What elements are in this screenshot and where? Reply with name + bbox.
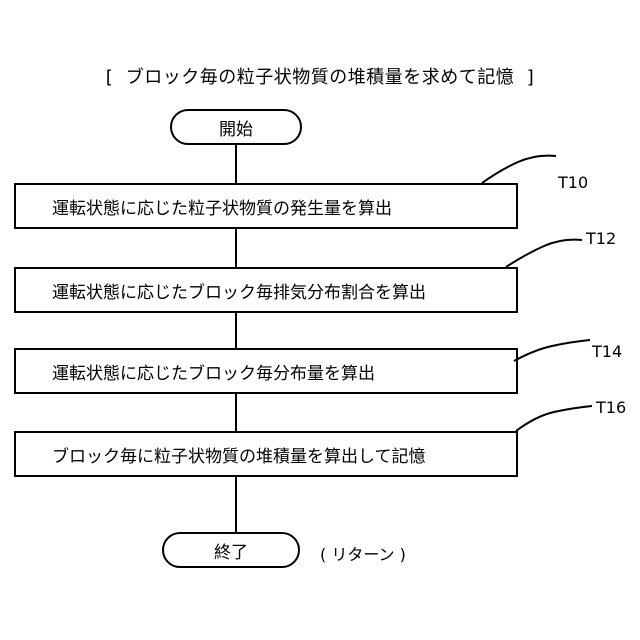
start-terminal: 開始 [170, 109, 302, 145]
leader-t10 [482, 156, 556, 183]
step-t14-text: 運転状態に応じたブロック毎分布量を算出 [16, 359, 375, 384]
end-terminal: 終了 [162, 532, 300, 568]
step-t12-tag: T12 [586, 229, 616, 248]
step-t16-tag: T16 [596, 398, 626, 417]
leader-t14 [514, 340, 590, 361]
step-t12: 運転状態に応じたブロック毎排気分布割合を算出 [14, 267, 518, 313]
flowchart-title: [ ブロック毎の粒子状物質の堆積量を求めて記憶 ] [0, 63, 640, 89]
leader-t12 [506, 240, 582, 267]
step-t14-tag: T14 [592, 342, 622, 361]
step-t10-text: 運転状態に応じた粒子状物質の発生量を算出 [16, 194, 392, 219]
step-t16: ブロック毎に粒子状物質の堆積量を算出して記憶 [14, 431, 518, 477]
step-t16-text: ブロック毎に粒子状物質の堆積量を算出して記憶 [16, 442, 426, 467]
step-t12-text: 運転状態に応じたブロック毎排気分布割合を算出 [16, 278, 426, 303]
leader-t16 [516, 406, 592, 431]
step-t14: 運転状態に応じたブロック毎分布量を算出 [14, 348, 518, 394]
start-label: 開始 [219, 115, 253, 140]
end-note: ( リターン ) [320, 541, 406, 565]
end-label: 終了 [214, 538, 248, 563]
step-t10-tag: T10 [558, 173, 588, 192]
step-t10: 運転状態に応じた粒子状物質の発生量を算出 [14, 183, 518, 229]
